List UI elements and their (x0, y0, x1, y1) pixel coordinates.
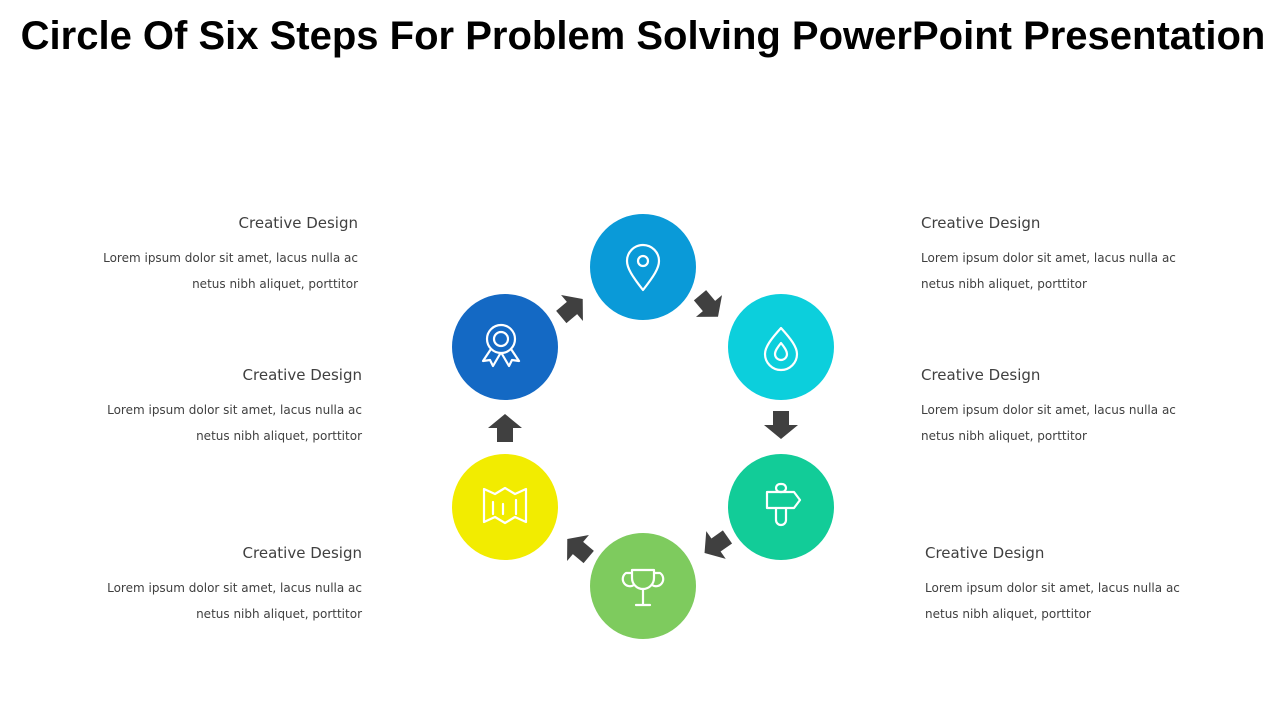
block-text-line: Lorem ipsum dolor sit amet, lacus nulla … (925, 581, 1180, 595)
block-text-line: Lorem ipsum dolor sit amet, lacus nulla … (921, 403, 1176, 417)
block-text-line: Lorem ipsum dolor sit amet, lacus nulla … (107, 403, 362, 417)
flow-arrow-icon (764, 411, 798, 439)
water-drop-icon (763, 326, 799, 372)
block-heading: Creative Design (238, 214, 358, 232)
step-6-circle (452, 294, 558, 400)
text-block-left-bottom: Creative Design Lorem ipsum dolor sit am… (102, 543, 362, 627)
flow-arrow-icon (488, 414, 522, 442)
flow-arrow-icon (556, 294, 583, 324)
block-text-line: netus nibh aliquet, porttitor (925, 607, 1091, 621)
block-text-line: netus nibh aliquet, porttitor (196, 607, 362, 621)
signpost-icon (765, 482, 802, 527)
step-5-circle (452, 454, 558, 560)
location-pin-icon (625, 243, 661, 292)
block-text-line: Lorem ipsum dolor sit amet, lacus nulla … (103, 251, 358, 265)
block-heading: Creative Design (242, 544, 362, 562)
text-block-left-top: Creative Design Lorem ipsum dolor sit am… (98, 213, 358, 297)
block-text-line: Lorem ipsum dolor sit amet, lacus nulla … (921, 251, 1176, 265)
block-text-line: netus nibh aliquet, porttitor (921, 277, 1087, 291)
block-heading: Creative Design (921, 366, 1041, 384)
block-text-line: netus nibh aliquet, porttitor (921, 429, 1087, 443)
text-block-right-middle: Creative Design Lorem ipsum dolor sit am… (921, 365, 1181, 449)
block-heading: Creative Design (925, 544, 1045, 562)
step-2-circle (728, 294, 834, 400)
map-icon (482, 486, 528, 525)
text-block-left-middle: Creative Design Lorem ipsum dolor sit am… (102, 365, 362, 449)
block-text-line: netus nibh aliquet, porttitor (196, 429, 362, 443)
block-text-line: netus nibh aliquet, porttitor (192, 277, 358, 291)
text-block-right-bottom: Creative Design Lorem ipsum dolor sit am… (925, 543, 1185, 627)
flow-arrow-icon (567, 534, 594, 564)
award-ribbon-icon (481, 323, 521, 368)
block-heading: Creative Design (921, 214, 1041, 232)
flow-arrow-icon (704, 530, 733, 559)
block-text-line: Lorem ipsum dolor sit amet, lacus nulla … (107, 581, 362, 595)
page-title: Circle Of Six Steps For Problem Solving … (20, 14, 1266, 58)
flow-arrow-icon (693, 290, 723, 317)
text-block-right-top: Creative Design Lorem ipsum dolor sit am… (921, 213, 1181, 297)
step-4-circle (590, 533, 696, 639)
trophy-icon (621, 568, 665, 607)
block-heading: Creative Design (242, 366, 362, 384)
